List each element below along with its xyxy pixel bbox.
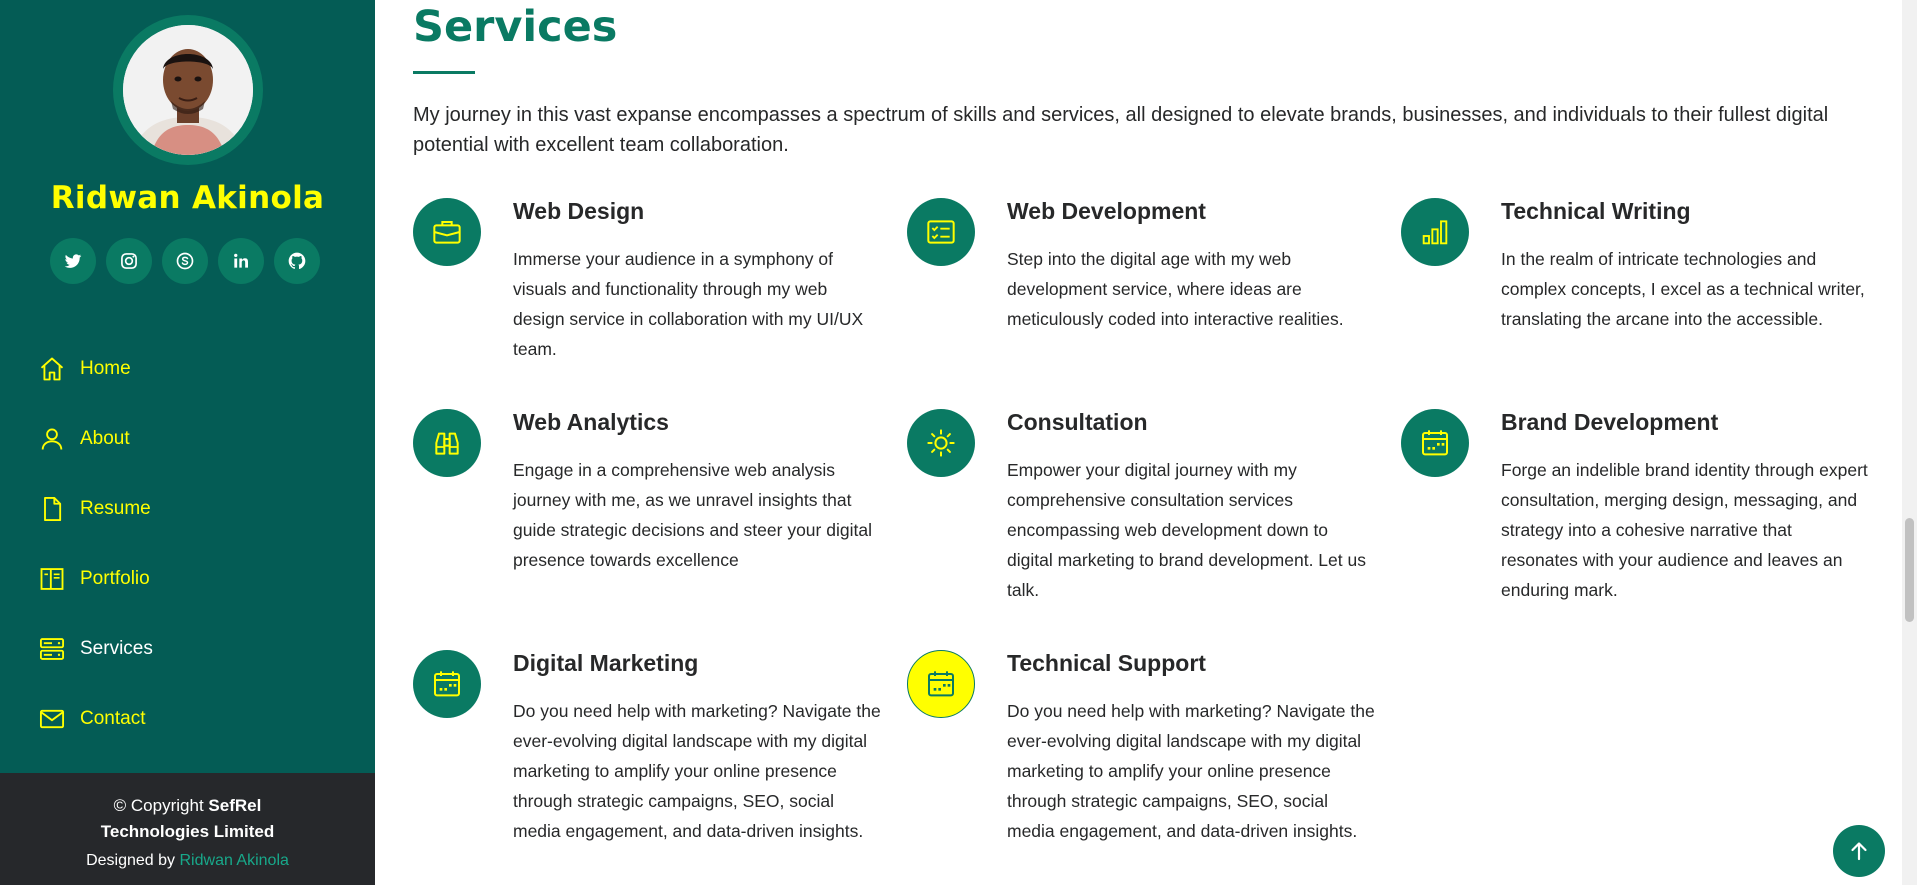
main-nav: Home About Resume Portfolio Services Con… xyxy=(38,334,153,754)
nav-item-contact[interactable]: Contact xyxy=(38,684,153,754)
profile-name: Ridwan Akinola xyxy=(50,180,325,216)
copyright-prefix: © Copyright xyxy=(113,796,204,815)
service-title: Technical Writing xyxy=(1501,198,1691,224)
nav-label-home: Home xyxy=(80,358,131,379)
scrollbar-thumb[interactable] xyxy=(1905,518,1914,622)
service-title: Brand Development xyxy=(1501,409,1719,435)
nav-label-about: About xyxy=(80,428,130,449)
service-description: Engage in a comprehensive web analysis j… xyxy=(513,460,872,570)
title-underline xyxy=(413,71,475,74)
calendar-icon xyxy=(928,671,954,697)
arrow-up-icon xyxy=(1851,842,1867,861)
avatar xyxy=(123,25,253,155)
service-description: Empower your digital journey with my com… xyxy=(1007,460,1366,600)
service-title: Consultation xyxy=(1007,409,1148,435)
sidebar: Ridwan Akinola Home About Resume xyxy=(0,0,375,885)
instagram-icon xyxy=(121,253,137,269)
brightness-icon xyxy=(927,429,955,457)
linkedin-link[interactable] xyxy=(218,238,264,284)
nav-item-portfolio[interactable]: Portfolio xyxy=(38,544,153,614)
service-description: Forge an indelible brand identity throug… xyxy=(1501,460,1868,600)
service-icon-wrap xyxy=(413,198,481,266)
service-icon-wrap xyxy=(1401,198,1469,266)
briefcase-icon xyxy=(433,221,461,244)
service-icon-wrap xyxy=(1401,409,1469,477)
twitter-link[interactable] xyxy=(50,238,96,284)
instagram-link[interactable] xyxy=(106,238,152,284)
copyright: © Copyright SefRel Technologies Limited xyxy=(70,793,305,845)
service-title: Web Development xyxy=(1007,198,1206,224)
envelope-icon xyxy=(39,709,65,729)
service-icon-wrap xyxy=(413,650,481,718)
linkedin-icon xyxy=(234,253,248,268)
designed-by-label: Designed by xyxy=(86,852,176,869)
page-scrollbar[interactable] xyxy=(1902,0,1917,885)
service-icon-wrap xyxy=(907,198,975,266)
company-name: SefRel Technologies Limited xyxy=(100,796,275,841)
person-icon xyxy=(41,428,63,450)
skype-icon xyxy=(176,252,194,270)
sidebar-footer: © Copyright SefRel Technologies Limited … xyxy=(0,773,375,885)
binoculars-icon xyxy=(435,432,459,455)
section-intro: My journey in this vast expanse encompas… xyxy=(413,104,1829,156)
github-link[interactable] xyxy=(274,238,320,284)
calendar-icon xyxy=(434,671,460,697)
nav-item-home[interactable]: Home xyxy=(38,334,153,404)
back-to-top-button[interactable] xyxy=(1833,825,1885,877)
service-icon-wrap xyxy=(907,650,975,718)
nav-label-contact: Contact xyxy=(80,708,146,729)
card-checklist-icon xyxy=(927,220,955,244)
service-title: Technical Support xyxy=(1007,650,1206,676)
designer-link[interactable]: Ridwan Akinola xyxy=(179,852,289,869)
service-icon-wrap xyxy=(413,409,481,477)
calendar-icon xyxy=(1422,430,1448,456)
designed-by: Designed by Ridwan Akinola xyxy=(0,852,375,870)
service-description: Do you need help with marketing? Navigat… xyxy=(513,701,881,841)
service-description: Do you need help with marketing? Navigat… xyxy=(1007,701,1375,841)
nav-item-services[interactable]: Services xyxy=(38,614,153,684)
github-icon xyxy=(288,252,306,270)
avatar-ring xyxy=(113,15,263,165)
service-description: In the realm of intricate technologies a… xyxy=(1501,249,1865,329)
services-section: Services My journey in this vast expanse… xyxy=(375,0,1902,885)
nav-label-portfolio: Portfolio xyxy=(80,568,150,589)
service-title: Web Analytics xyxy=(513,409,669,435)
skype-link[interactable] xyxy=(162,238,208,284)
service-title: Web Design xyxy=(513,198,645,224)
server-icon xyxy=(39,638,65,660)
service-description: Immerse your audience in a symphony of v… xyxy=(513,249,864,359)
service-icon-wrap xyxy=(907,409,975,477)
service-description: Step into the digital age with my web de… xyxy=(1007,249,1344,329)
social-links xyxy=(50,238,320,284)
nav-label-resume: Resume xyxy=(80,498,151,519)
service-title: Digital Marketing xyxy=(513,650,699,676)
home-icon xyxy=(40,357,64,381)
section-title: Services xyxy=(413,2,618,52)
twitter-icon xyxy=(64,254,82,268)
book-icon xyxy=(40,568,64,590)
file-icon xyxy=(44,496,62,522)
nav-item-about[interactable]: About xyxy=(38,404,153,474)
bar-chart-icon xyxy=(1422,220,1448,245)
nav-item-resume[interactable]: Resume xyxy=(38,474,153,544)
nav-label-services: Services xyxy=(80,638,153,659)
